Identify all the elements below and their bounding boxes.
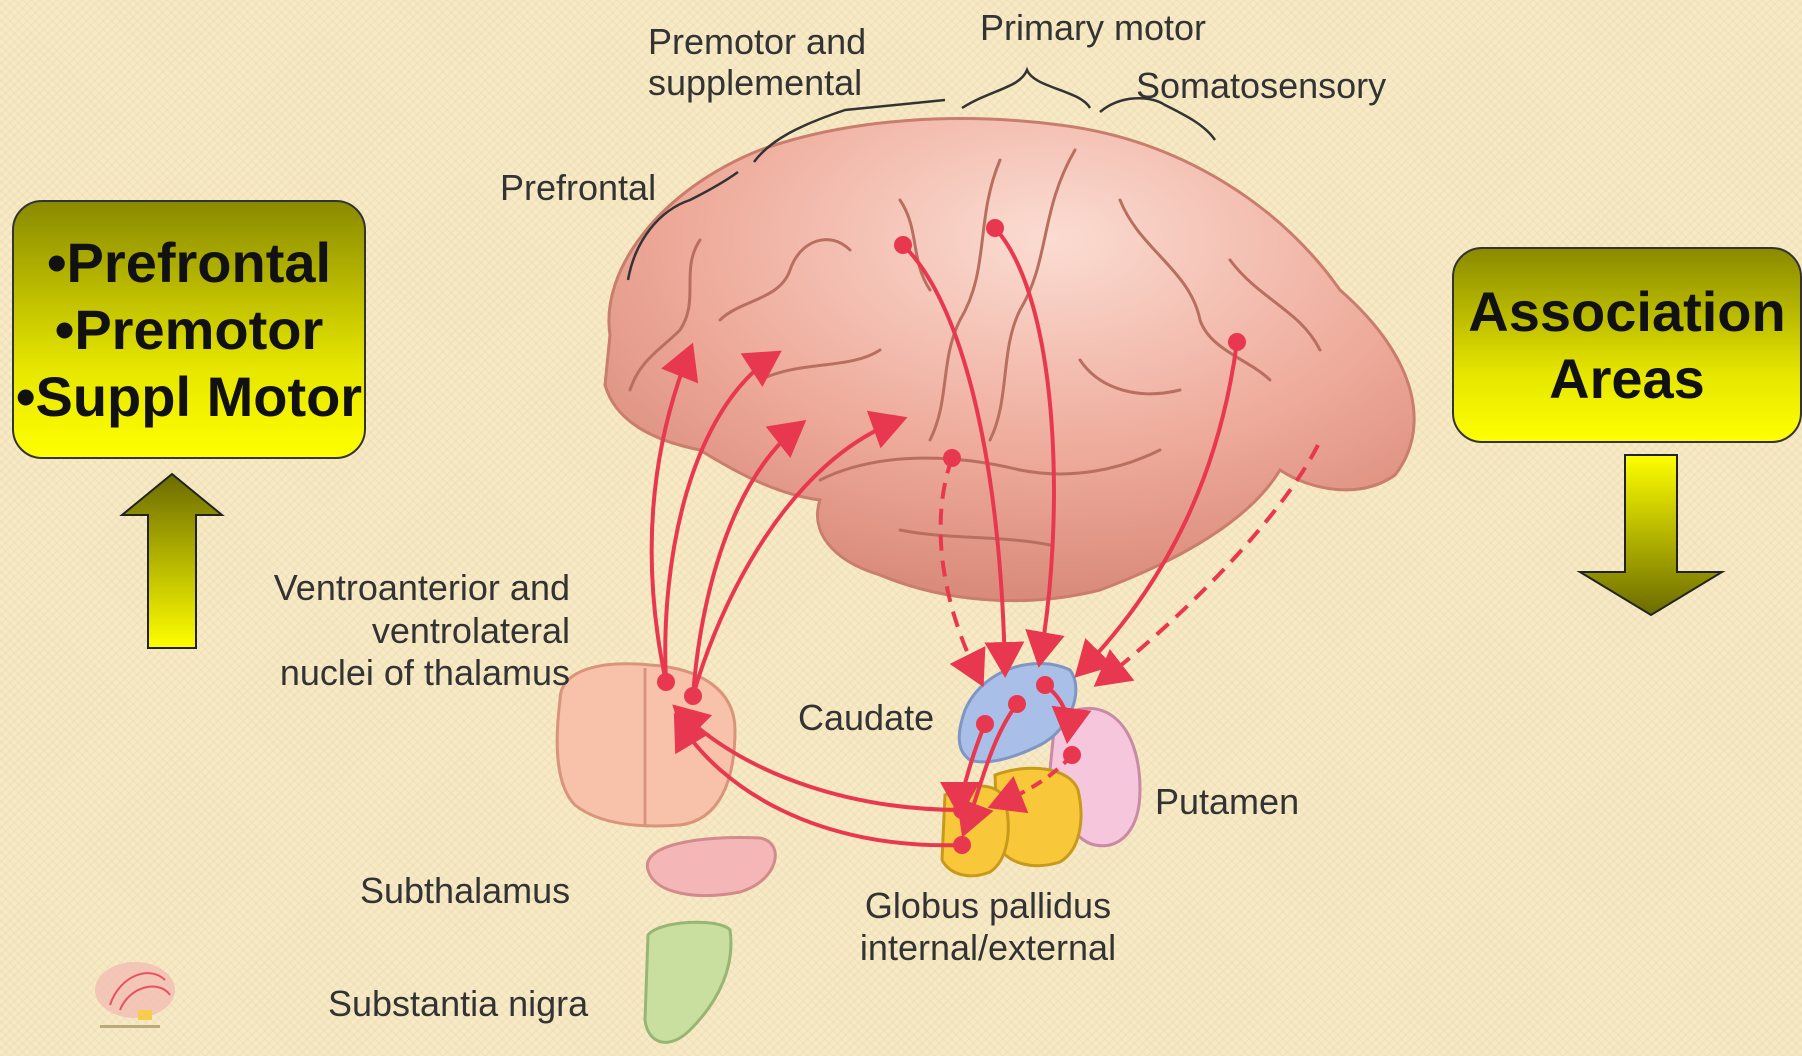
label-thalamus-3: nuclei of thalamus (280, 652, 570, 693)
label-subthalamus: Subthalamus (360, 870, 570, 911)
left-box-item-suppl-motor: •Suppl Motor (16, 363, 362, 430)
label-thalamus-2: ventrolateral (372, 610, 570, 651)
right-box-line-2: Areas (1549, 345, 1705, 412)
label-premotor-2: supplemental (648, 62, 862, 103)
down-arrow-icon (1580, 455, 1722, 615)
label-primary-motor: Primary motor (980, 7, 1206, 48)
right-highlight-box: Association Areas (1452, 247, 1802, 443)
left-box-item-prefrontal: •Prefrontal (47, 229, 331, 296)
label-globus-2: internal/external (860, 927, 1116, 968)
label-somatosensory: Somatosensory (1136, 65, 1386, 106)
label-substantia-nigra: Substantia nigra (328, 983, 589, 1024)
label-putamen: Putamen (1155, 781, 1299, 822)
thumbnail-logo (95, 962, 175, 1028)
label-prefrontal: Prefrontal (500, 167, 656, 208)
up-arrow-icon (122, 474, 222, 648)
substantia-nigra-shape (645, 922, 731, 1042)
label-globus-1: Globus pallidus (865, 885, 1111, 926)
left-box-item-premotor: •Premotor (55, 296, 324, 363)
right-box-line-1: Association (1468, 278, 1785, 345)
label-caudate: Caudate (798, 697, 934, 738)
thalamus (557, 664, 735, 826)
left-highlight-box: •Prefrontal •Premotor •Suppl Motor (12, 200, 366, 459)
label-thalamus-1: Ventroanterior and (274, 567, 570, 608)
subthalamus-shape (647, 837, 775, 895)
cerebral-cortex (605, 119, 1414, 601)
label-premotor-1: Premotor and (648, 21, 866, 62)
